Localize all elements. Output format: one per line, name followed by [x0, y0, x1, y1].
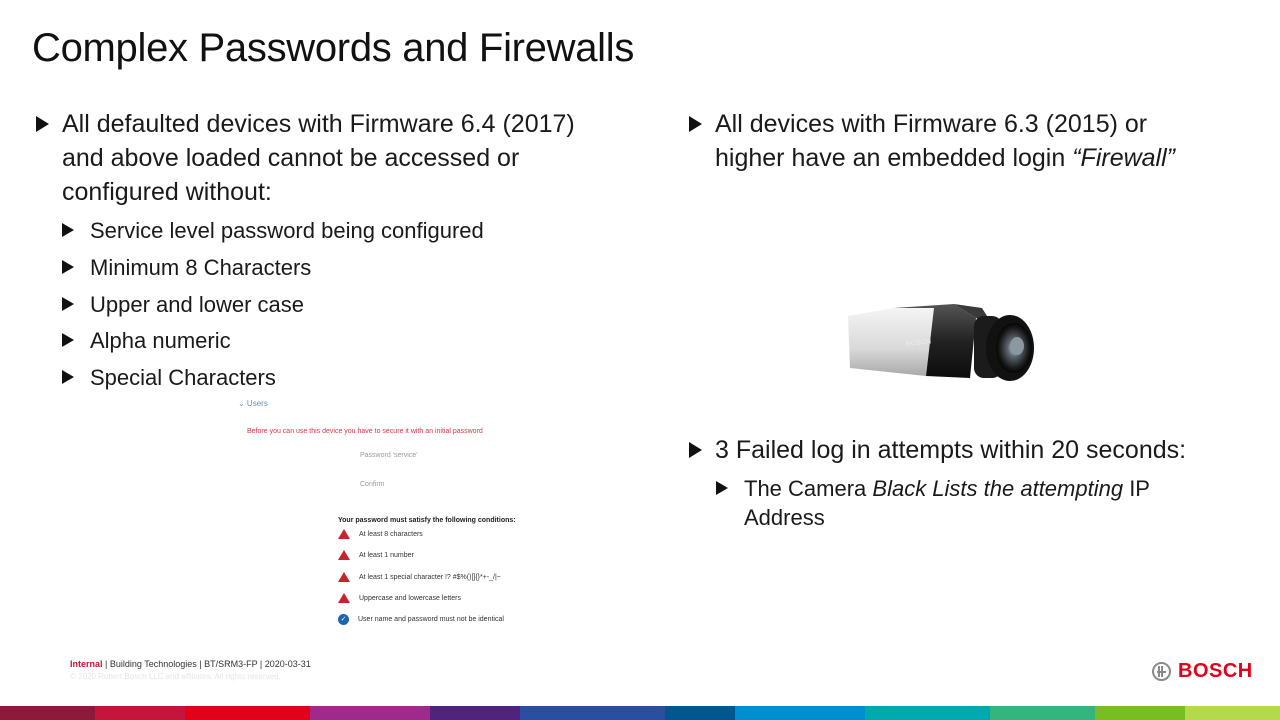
sub-bullet-text: Service level password being configured	[90, 218, 484, 243]
users-section-header: ⌄ Users	[238, 399, 268, 408]
sub-bullet-text: Alpha numeric	[90, 328, 231, 353]
supergraphic-segment	[520, 706, 665, 720]
sub-bullet-min-chars: Minimum 8 Characters	[62, 253, 311, 282]
warning-triangle-icon	[338, 550, 350, 560]
bosch-camera-image: BOSCH	[848, 304, 1034, 381]
right-failed-login-bullet: 3 Failed log in attempts within 20 secon…	[689, 433, 1186, 467]
blacklist-part-2: IP	[1123, 476, 1150, 501]
right-firewall-bullet: All devices with Firmware 6.3 (2015) or …	[689, 107, 1175, 175]
supergraphic-segment	[990, 706, 1095, 720]
sub-bullet-special: Special Characters	[62, 363, 276, 392]
condition-text: At least 1 special character !? #$%()[]{…	[359, 573, 501, 581]
footer-details: | Building Technologies | BT/SRM3-FP | 2…	[102, 659, 311, 669]
left-main-line-2: and above loaded cannot be accessed or	[62, 144, 520, 172]
left-main-bullet-text: All defaulted devices with Firmware 6.4 …	[62, 107, 575, 209]
supergraphic-segment	[1095, 706, 1185, 720]
right-firewall-text: All devices with Firmware 6.3 (2015) or …	[715, 107, 1175, 175]
password-field: Password 'service'	[360, 452, 418, 459]
condition-item: Uppercase and lowercase letters	[338, 593, 461, 603]
left-main-bullet: All defaulted devices with Firmware 6.4 …	[36, 107, 575, 209]
bosch-logo: BOSCH	[1152, 660, 1253, 683]
footer-info: Internal | Building Technologies | BT/SR…	[70, 659, 311, 669]
supergraphic-segment	[95, 706, 185, 720]
camera-brand-label: BOSCH	[905, 338, 931, 348]
confirm-field: Confirm	[360, 481, 385, 488]
bosch-armature-icon	[1152, 662, 1171, 681]
supergraphic-segment	[865, 706, 990, 720]
condition-text: Uppercase and lowercase letters	[359, 594, 461, 602]
supergraphic-segment	[735, 706, 865, 720]
bullet-triangle-icon	[689, 442, 702, 458]
blacklist-italic: Black Lists the attempting	[872, 476, 1124, 501]
bullet-triangle-icon	[62, 333, 74, 347]
classification-label: Internal	[70, 659, 103, 669]
left-main-line-1: All defaulted devices with Firmware 6.4 …	[62, 110, 575, 138]
supergraphic-segment	[1185, 706, 1280, 720]
right-line-2-prefix: higher have an embedded login	[715, 144, 1073, 172]
left-main-line-3: configured without:	[62, 178, 272, 206]
bullet-triangle-icon	[716, 481, 728, 495]
supergraphic-segment	[310, 706, 430, 720]
blacklist-line-1: The Camera Black Lists the attempting IP	[744, 474, 1150, 503]
condition-item: At least 8 characters	[338, 529, 423, 539]
supergraphic-segment	[0, 706, 95, 720]
bullet-triangle-icon	[62, 297, 74, 311]
condition-item: At least 1 number	[338, 550, 414, 560]
bullet-triangle-icon	[62, 260, 74, 274]
sub-bullet-case: Upper and lower case	[62, 290, 304, 319]
warning-triangle-icon	[338, 529, 350, 539]
sub-bullet-service-password: Service level password being configured	[62, 216, 484, 245]
condition-text: At least 1 number	[359, 551, 414, 559]
slide-title: Complex Passwords and Firewalls	[32, 26, 635, 70]
brand-name: BOSCH	[1178, 660, 1253, 682]
condition-text: User name and password must not be ident…	[358, 616, 504, 623]
initial-password-warning: Before you can use this device you have …	[247, 428, 483, 435]
condition-item: ✓ User name and password must not be ide…	[338, 614, 504, 625]
condition-item: At least 1 special character !? #$%()[]{…	[338, 572, 501, 582]
right-line-2: higher have an embedded login “Firewall”	[715, 141, 1175, 175]
supergraphic-segment	[185, 706, 310, 720]
supergraphic-segment	[665, 706, 735, 720]
sub-bullet-alphanumeric: Alpha numeric	[62, 326, 231, 355]
warning-triangle-icon	[338, 572, 350, 582]
supergraphic-bar	[0, 706, 1280, 720]
right-blacklist-bullet: The Camera Black Lists the attempting IP…	[716, 474, 1150, 532]
blacklist-text: The Camera Black Lists the attempting IP…	[744, 474, 1150, 532]
bullet-triangle-icon	[62, 370, 74, 384]
copyright-text: © 2020 Robert Bosch LLC and affiliates. …	[70, 672, 281, 681]
sub-bullet-text: Minimum 8 Characters	[90, 255, 312, 280]
sub-bullet-text: Special Characters	[90, 365, 276, 390]
condition-text: At least 8 characters	[359, 530, 423, 538]
bullet-triangle-icon	[62, 223, 74, 237]
warning-triangle-icon	[338, 593, 350, 603]
bullet-triangle-icon	[689, 116, 702, 132]
blacklist-part-1: The Camera	[744, 476, 873, 501]
supergraphic-segment	[430, 706, 520, 720]
right-line-1: All devices with Firmware 6.3 (2015) or	[715, 110, 1148, 138]
sub-bullet-text: Upper and lower case	[90, 292, 305, 317]
bullet-triangle-icon	[36, 116, 49, 132]
firewall-term: “Firewall”	[1072, 144, 1175, 172]
failed-login-text: 3 Failed log in attempts within 20 secon…	[715, 436, 1187, 464]
blacklist-line-2: Address	[744, 505, 825, 530]
check-circle-icon: ✓	[338, 614, 349, 625]
conditions-title: Your password must satisfy the following…	[338, 517, 516, 524]
